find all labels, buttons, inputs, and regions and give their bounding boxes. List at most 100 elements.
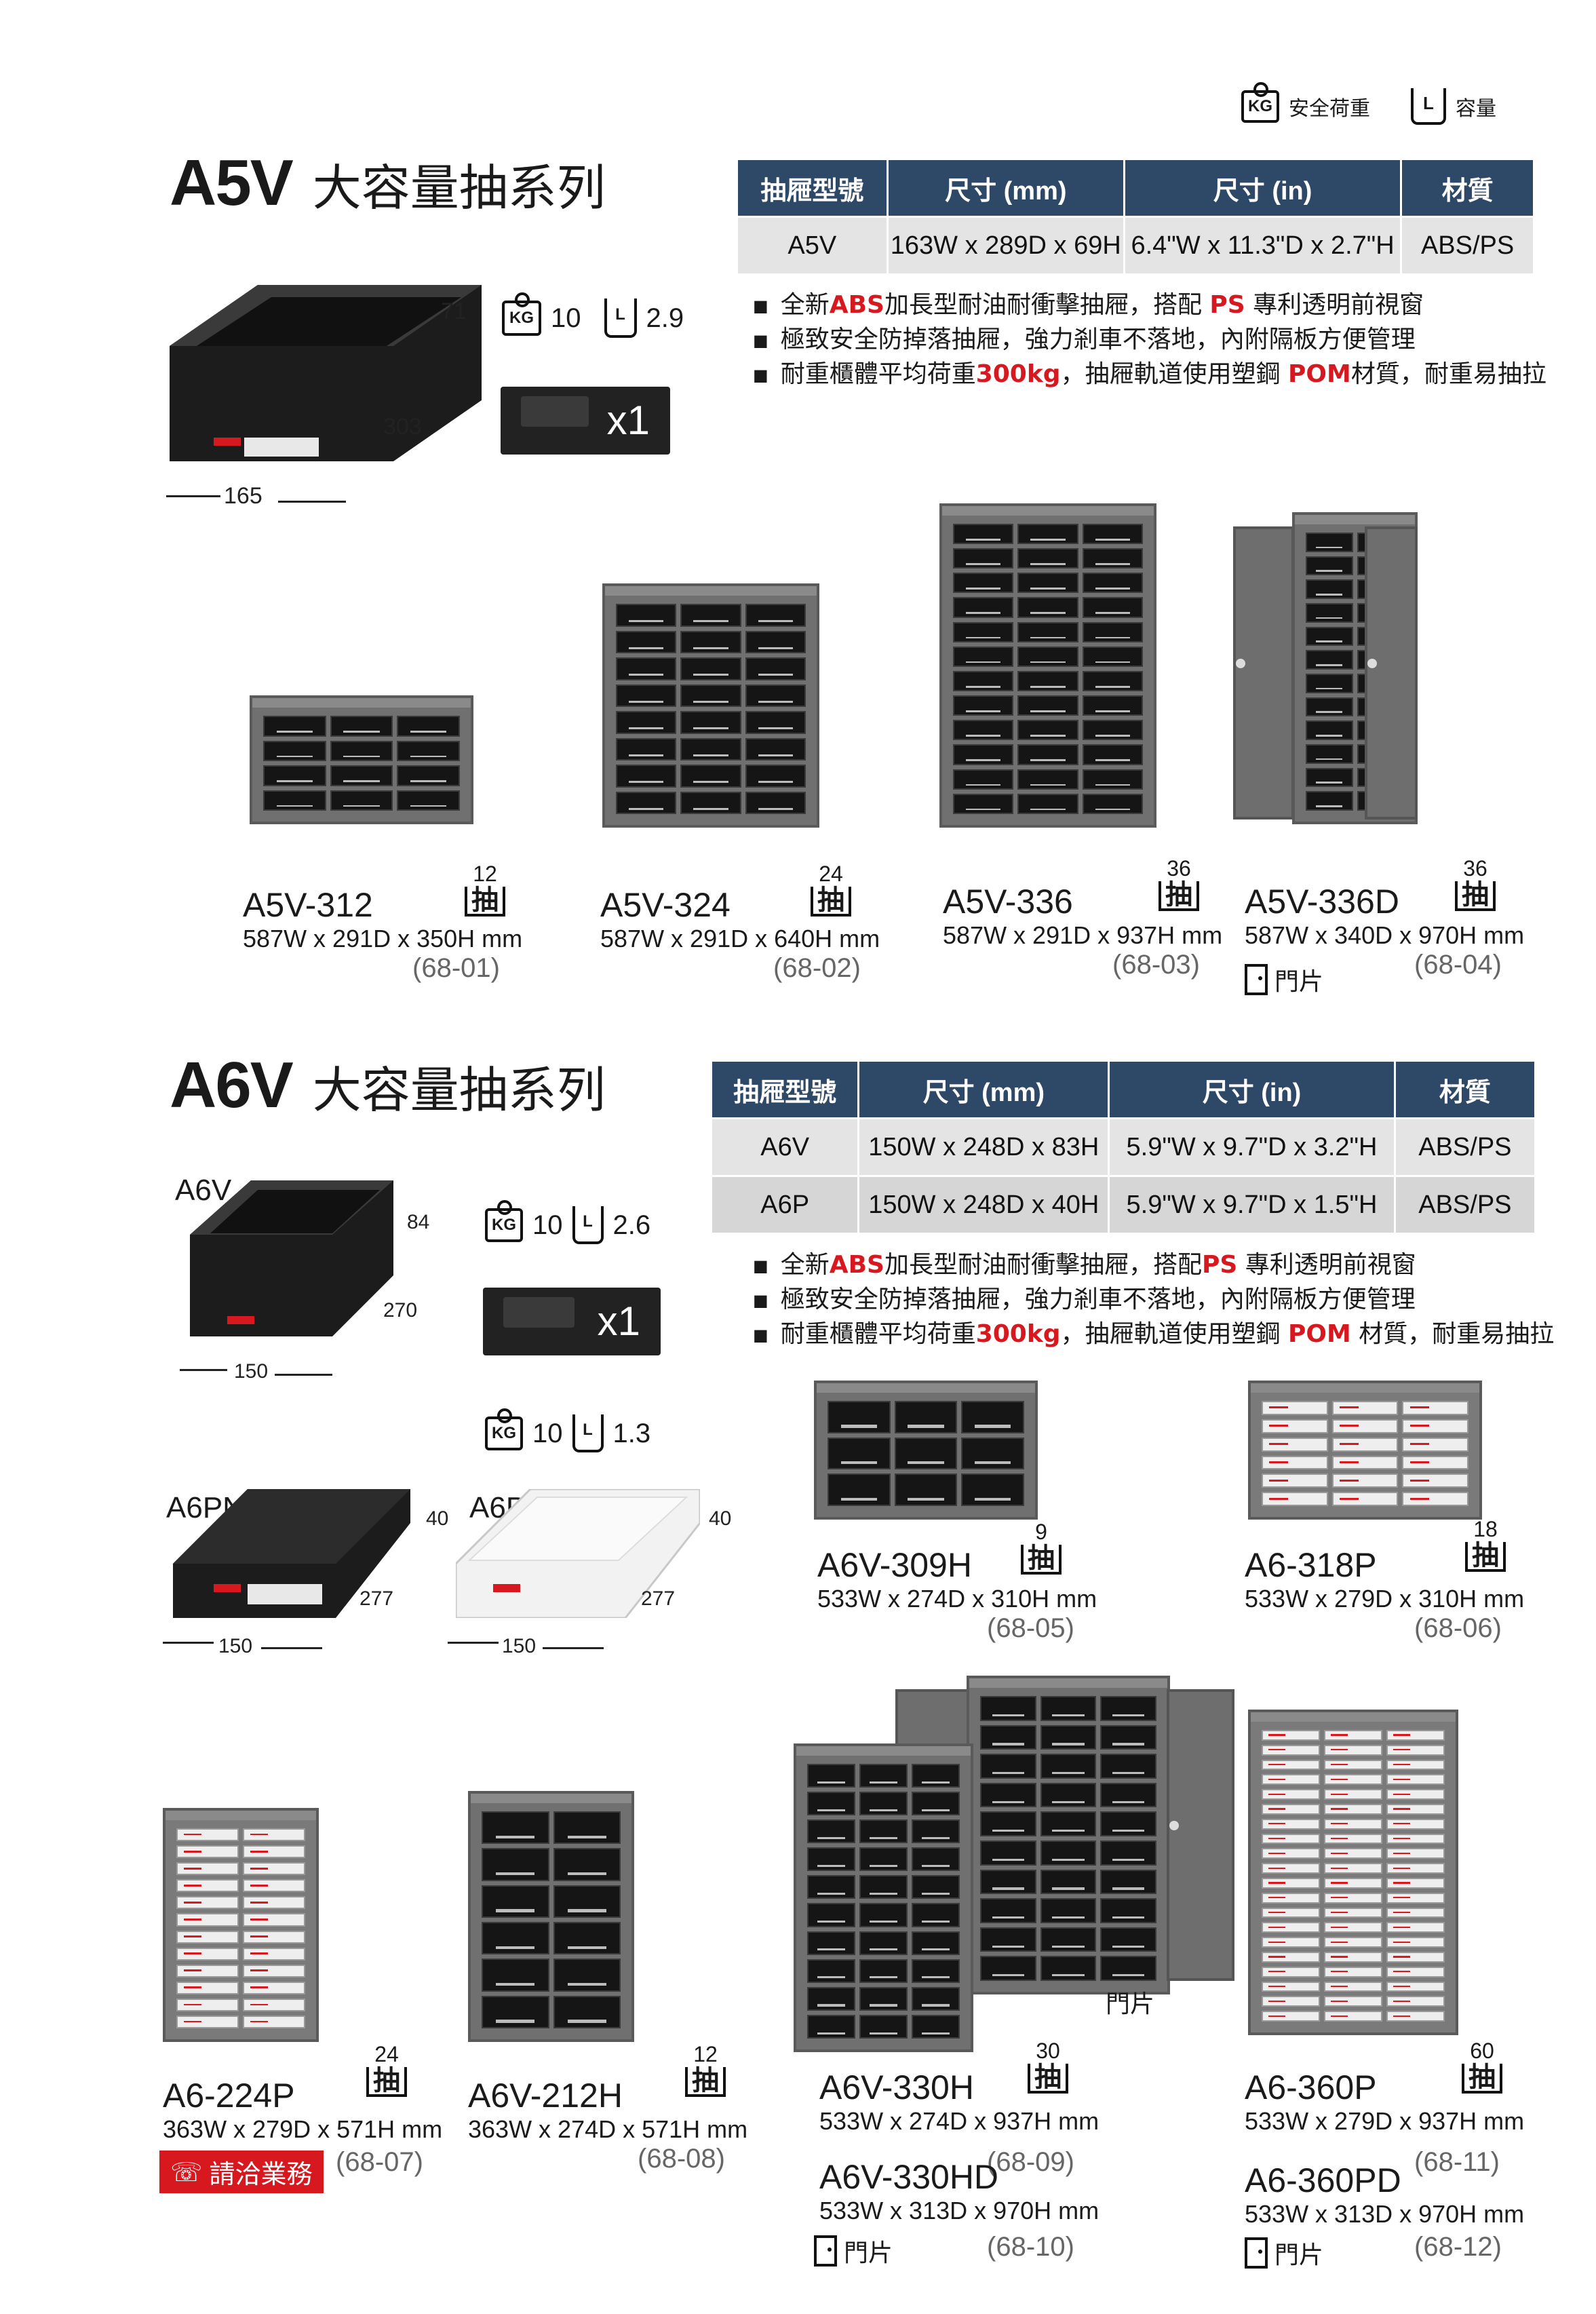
- cabinet-drawer: [263, 765, 326, 786]
- cabinet-drawer: [980, 1927, 1036, 1952]
- cabinet-drawer: [953, 720, 1014, 741]
- catalog-ref: (68-03): [1112, 950, 1200, 980]
- cabinet-drawer: [745, 657, 806, 680]
- cabinet-drawer: [859, 1875, 908, 1900]
- a6p-drawer-image: [454, 1488, 701, 1619]
- cabinet-drawer: [745, 765, 806, 788]
- cabinet-drawer: [1262, 1996, 1320, 2007]
- cabinet-drawer: [894, 1437, 958, 1470]
- cabinet-drawer: [912, 1903, 960, 1927]
- door-icon: [1245, 964, 1268, 995]
- cabinet-drawer: [482, 1995, 549, 2028]
- a6v-330hd-right-door: [1167, 1689, 1234, 1981]
- cabinet-drawer: [980, 1696, 1036, 1721]
- cabinet-drawer: [1262, 1437, 1328, 1452]
- a5v-weight-value: 10: [551, 303, 581, 333]
- cabinet-drawer: [859, 2014, 908, 2039]
- catalog-ref-a6-360pd: (68-12): [1414, 2232, 1502, 2262]
- a5v-th-model: 抽屜型號: [738, 160, 889, 217]
- a5v-spec-table: 抽屜型號 尺寸 (mm) 尺寸 (in) 材質 A5V 163W x 289D …: [738, 160, 1533, 273]
- cabinet-drawer: [980, 1754, 1036, 1779]
- cabinet-drawer: [1402, 1492, 1468, 1506]
- product-a6-360pd: A6-360PD 533W x 313D x 970H mm: [1245, 2161, 1524, 2229]
- cabinet-drawer: [1386, 1892, 1445, 1904]
- cabinet-drawer: [1017, 621, 1078, 642]
- cabinet-drawer: [1100, 1927, 1156, 1952]
- cabinet-drawer: [1331, 1492, 1399, 1506]
- cabinet-drawer: [553, 1921, 621, 1955]
- cabinet-drawer: [243, 1998, 305, 2011]
- cabinet-drawer: [1402, 1455, 1468, 1470]
- a5v-336d-left-door: [1233, 526, 1294, 819]
- product-model: A6-224P: [163, 2077, 295, 2115]
- cabinet-drawer: [1100, 1754, 1156, 1779]
- cabinet-drawer: [176, 1845, 239, 1859]
- capacity-icon: L: [572, 1414, 604, 1452]
- legend-weight-label: 安全荷重: [1289, 97, 1370, 121]
- a6-360p-image: [1248, 1710, 1458, 2035]
- cabinet-drawer: [1100, 1956, 1156, 1981]
- cabinet-drawer: [1386, 1981, 1445, 1992]
- cabinet-drawer: [243, 1947, 305, 1961]
- cabinet-drawer: [1306, 533, 1353, 552]
- cabinet-drawer: [1262, 1492, 1328, 1506]
- cabinet-drawer: [1082, 744, 1143, 765]
- a6v-bullet-3: 耐重櫃體平均荷重300kg，抽屜軌道使用塑鋼 POM 材質，耐重易抽拉: [753, 1317, 1555, 1352]
- product-a5v-324: A5V-324 587W x 291D x 640H mm (68-02): [600, 885, 880, 984]
- a6pn-dim-height: 40: [426, 1507, 449, 1530]
- a6v-drawer-specs: KG 10 L 2.6: [485, 1200, 660, 1244]
- a5v-dim-width: 165: [224, 483, 262, 509]
- cabinet-drawer: [1306, 767, 1353, 788]
- cabinet-drawer: [1306, 697, 1353, 717]
- cabinet-drawer: [912, 1875, 960, 1900]
- cabinet-drawer: [482, 1921, 549, 1955]
- cabinet-drawer: [745, 630, 806, 653]
- cabinet-drawer: [1100, 1782, 1156, 1808]
- cabinet-drawer: [680, 737, 741, 760]
- cabinet-drawer: [176, 1964, 239, 1978]
- drawer-shape: [170, 285, 482, 461]
- catalog-ref-a6v-330h: (68-09): [987, 2147, 1074, 2177]
- catalog-ref-a6v-330hd: (68-10): [987, 2232, 1074, 2262]
- catalog-ref-a6-360p: (68-11): [1414, 2147, 1500, 2177]
- a5v-324-image: [602, 583, 819, 828]
- a5v-td-in: 6.4"W x 11.3"D x 2.7"H: [1124, 216, 1403, 273]
- cabinet-drawer: [1262, 1878, 1320, 1889]
- a5v-td-material: ABS/PS: [1401, 216, 1533, 273]
- cabinet-drawer: [1306, 673, 1353, 693]
- drawer-shape: [454, 1488, 701, 1619]
- cabinet-drawer: [859, 1764, 908, 1788]
- cabinet-drawer: [1402, 1473, 1468, 1488]
- cabinet-drawer: [807, 1792, 855, 1816]
- a6pn-dim-width-line-2: [261, 1647, 322, 1649]
- cabinet-drawer: [680, 791, 741, 814]
- a6p-drawer-specs: KG 10 L 1.3: [485, 1408, 660, 1452]
- cabinet-drawer: [1262, 1833, 1320, 1845]
- cabinet-drawer: [912, 1959, 960, 1983]
- product-size: 533W x 313D x 970H mm: [1245, 2200, 1525, 2228]
- a6p-dim-width-line: [448, 1642, 499, 1644]
- cabinet-drawer: [980, 1840, 1036, 1866]
- cabinet-drawer: [1262, 1952, 1320, 1963]
- cabinet-drawer: [1100, 1724, 1156, 1750]
- a5v-bullets: 全新ABS加長型耐油耐衝擊抽屜，搭配 PS 專利透明前視窗 極致安全防掉落抽屜，…: [753, 288, 1546, 392]
- cabinet-drawer: [1082, 720, 1143, 741]
- cabinet-drawer: [1017, 720, 1078, 741]
- cabinet-drawer: [859, 1819, 908, 1844]
- cabinet-drawer: [263, 790, 326, 811]
- a5v-bullet-1: 全新ABS加長型耐油耐衝擊抽屜，搭配 PS 專利透明前視窗: [753, 288, 1546, 323]
- cabinet-drawer: [859, 1792, 908, 1816]
- cabinet-drawer: [1100, 1811, 1156, 1836]
- cabinet-drawer: [953, 573, 1014, 594]
- cabinet-drawer: [1100, 1898, 1156, 1923]
- product-size: 587W x 340D x 970H mm: [1245, 921, 1525, 949]
- cabinet-drawer: [1386, 1744, 1445, 1756]
- a5v-name: 大容量抽系列: [312, 159, 606, 216]
- cabinet-drawer: [1324, 1922, 1382, 1933]
- cabinet-drawer: [1017, 670, 1078, 692]
- cabinet-drawer: [616, 604, 677, 627]
